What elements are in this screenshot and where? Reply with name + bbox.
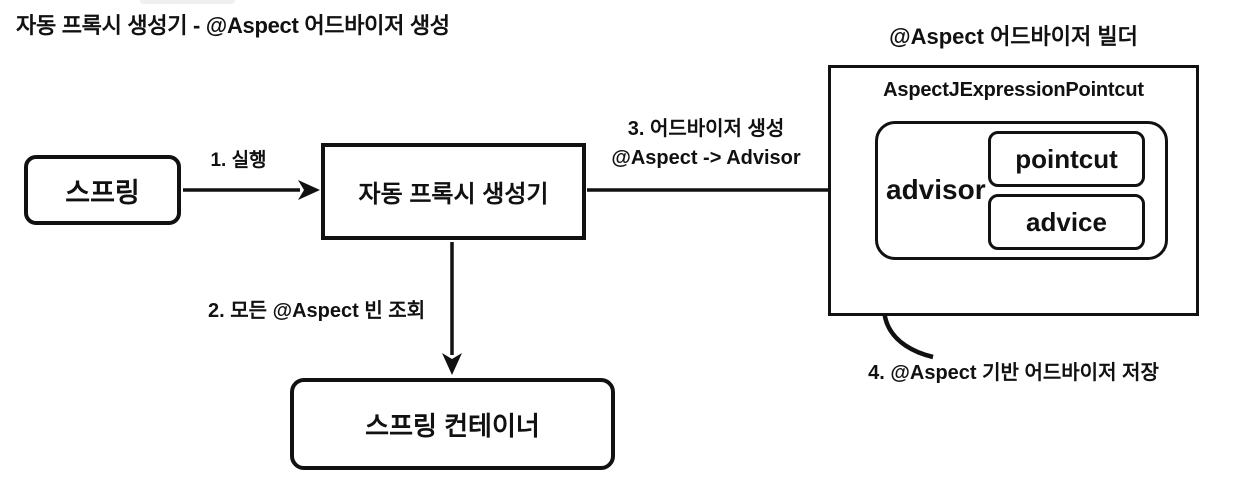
step2-label: 2. 모든 @Aspect 빈 조회 — [208, 300, 426, 322]
step3-label: 3. 어드바이저 생성 @Aspect -> Advisor — [596, 115, 816, 173]
top-edge-artifact — [140, 0, 235, 4]
advisor-label: advisor — [886, 174, 986, 205]
step4-label: 4. @Aspect 기반 어드바이저 저장 — [868, 362, 1159, 384]
builder-title: @Aspect 어드바이저 빌더 — [889, 24, 1138, 49]
pointcut-node-label: pointcut — [1015, 143, 1118, 174]
spring-node: 스프링 — [24, 155, 181, 225]
advice-node: advice — [988, 194, 1145, 250]
step3-label-line2: @Aspect -> Advisor — [611, 147, 801, 169]
pointcut-node: pointcut — [988, 131, 1145, 187]
advice-node-label: advice — [1026, 206, 1107, 237]
spring-container-node-label: 스프링 컨테이너 — [365, 410, 540, 441]
spring-node-label: 스프링 — [65, 177, 140, 208]
spring-container-node: 스프링 컨테이너 — [290, 378, 615, 470]
step1-label: 1. 실행 — [210, 150, 267, 171]
step3-label-line1: 3. 어드바이저 생성 — [627, 118, 785, 140]
proxy-creator-node-label: 자동 프록시 생성기 — [358, 181, 549, 208]
page-title: 자동 프록시 생성기 - @Aspect 어드바이저 생성 — [16, 13, 450, 38]
aspectj-expression-pointcut-label: AspectJExpressionPointcut — [883, 79, 1144, 101]
proxy-creator-node: 자동 프록시 생성기 — [321, 143, 586, 240]
